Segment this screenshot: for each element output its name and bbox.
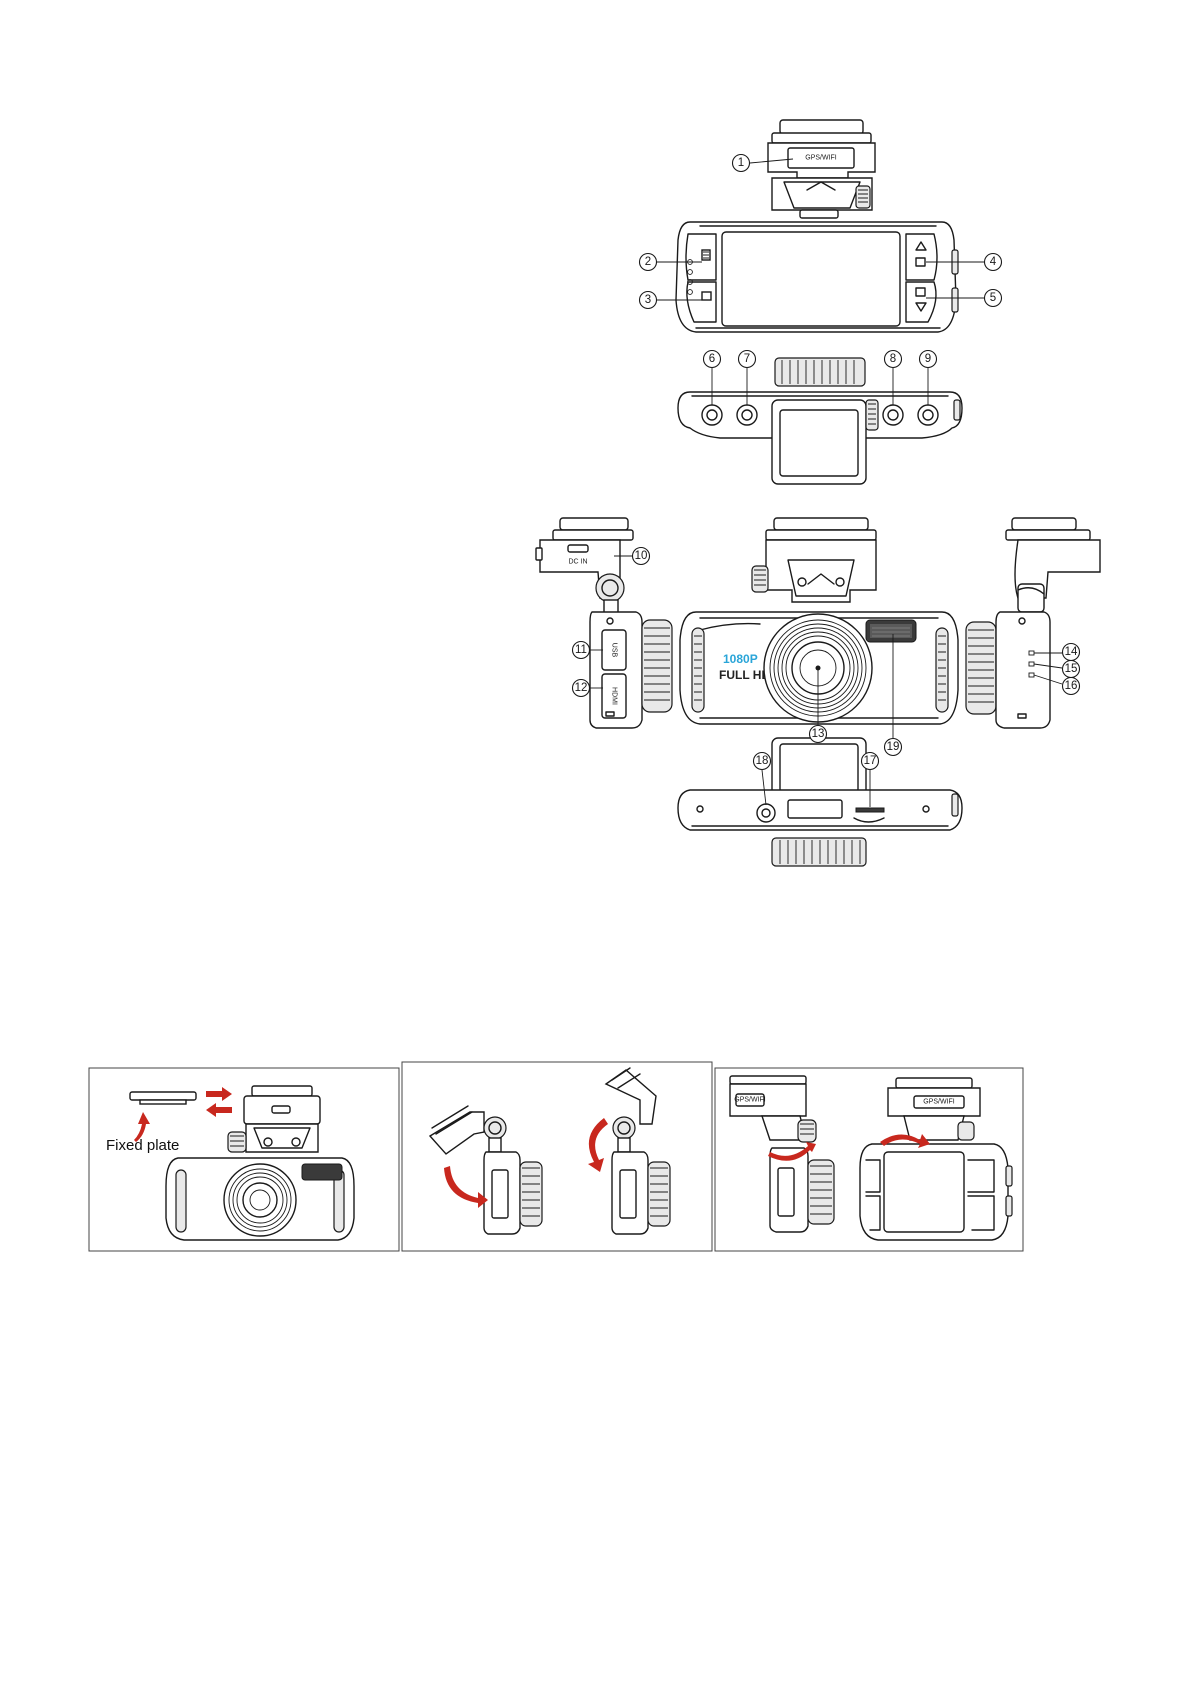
emergency-button-icon: [917, 404, 939, 426]
callout-circle: [702, 349, 722, 369]
rotate-arrow-icon: [444, 1166, 488, 1208]
callout-number: 7: [744, 353, 750, 365]
usb-port-icon: [271, 1105, 291, 1114]
callout-circle: [737, 349, 757, 369]
dashcam-front-lens-view: 1080P FULL HD: [679, 517, 959, 725]
callout-number: 16: [1065, 680, 1078, 692]
slide-arrow-icon: [768, 1142, 816, 1161]
reset-button-icon: [736, 404, 758, 426]
rotate-arrow-icon: [588, 1118, 608, 1172]
hdmi-label: HDMI: [611, 687, 618, 705]
power-button-icon: [701, 404, 723, 426]
lens-ring-top: [774, 357, 866, 387]
callout-number: 2: [645, 256, 651, 268]
bracket-knob-side-icon: [595, 573, 625, 603]
lens-ring-bottom: [771, 837, 867, 867]
callout-circle: [638, 290, 658, 310]
arrow-left-icon: [206, 1103, 232, 1117]
up-arrow-icon: [915, 241, 927, 251]
arrow-right-icon: [206, 1087, 232, 1101]
callout-number: 14: [1065, 646, 1078, 658]
hdmi-port: [601, 673, 627, 719]
callout-number: 11: [575, 644, 587, 656]
callout-number: 17: [864, 755, 877, 767]
callout-circle: [571, 678, 591, 698]
resolution-bottom-text: FULL HD: [719, 668, 770, 682]
callout-number: 10: [635, 550, 648, 562]
callout-number: 3: [645, 294, 651, 306]
callout-circle: [808, 724, 828, 744]
lcd-screen: [721, 231, 901, 327]
callout-circle: [918, 349, 938, 369]
mount-step-3-panel: GPS/WIFI GPS/WIFI: [714, 1067, 1024, 1252]
callout-circle: [860, 751, 880, 771]
sd-card-slot: [855, 807, 885, 813]
callouts: 1 2 3 4 5 6 7 8 9 10: [571, 153, 1081, 807]
dashcam-bottom-view: [677, 737, 963, 867]
callout-number: 13: [812, 728, 825, 740]
usb-label: USB: [611, 643, 618, 658]
gps-wifi-label-small-2: GPS/WIFI: [923, 1099, 955, 1106]
callout-circle: [752, 751, 772, 771]
callout-circle: [983, 288, 1003, 308]
callout-circle: [1061, 676, 1081, 696]
dc-in-label: DC IN: [568, 559, 587, 566]
mount-step-1-panel: Fixed plate: [88, 1067, 400, 1252]
slide-arrow-icon: [880, 1134, 930, 1148]
dashcam-top-view: [677, 357, 963, 485]
mode-icon: [701, 291, 712, 301]
photo-icon: [915, 287, 926, 297]
bottom-button-icon: [756, 803, 776, 823]
callout-number: 8: [890, 353, 896, 365]
gps-wifi-label-small: GPS/WIFI: [734, 1097, 766, 1104]
callout-circle: [638, 252, 658, 272]
dashcam-right-side-view: [965, 517, 1101, 729]
down-arrow-icon: [915, 302, 927, 312]
dashcam-left-side-view: DC IN USB HDMI: [535, 517, 673, 729]
callout-circle: [631, 546, 651, 566]
fixed-plate-label: Fixed plate: [106, 1137, 179, 1154]
callout-number: 12: [575, 682, 588, 694]
bracket-knob-icon: [855, 185, 871, 209]
callout-number: 19: [887, 741, 900, 753]
callout-number: 15: [1065, 663, 1078, 675]
up-arrow-icon: [134, 1112, 150, 1142]
callout-circle: [731, 153, 751, 173]
callout-circle: [883, 349, 903, 369]
callout-number: 4: [990, 256, 997, 268]
callout-number: 18: [756, 755, 769, 767]
dc-in-port-icon: [567, 544, 589, 553]
mount-step-2-panel: [401, 1061, 713, 1252]
dashcam-screen-view: GPS/WIFI: [675, 119, 959, 333]
callout-number: 1: [738, 157, 744, 169]
callout-number: 6: [709, 353, 715, 365]
callout-circle: [983, 252, 1003, 272]
callout-number: 9: [925, 353, 931, 365]
fixed-plate: [129, 1091, 197, 1101]
callout-circle: [883, 737, 903, 757]
callout-circle: [571, 640, 591, 660]
resolution-top-text: 1080P: [723, 652, 758, 666]
record-icon: [915, 257, 926, 267]
lock-button-icon: [882, 404, 904, 426]
gps-wifi-label: GPS/WIFI: [805, 155, 837, 162]
callout-number: 5: [990, 292, 996, 304]
